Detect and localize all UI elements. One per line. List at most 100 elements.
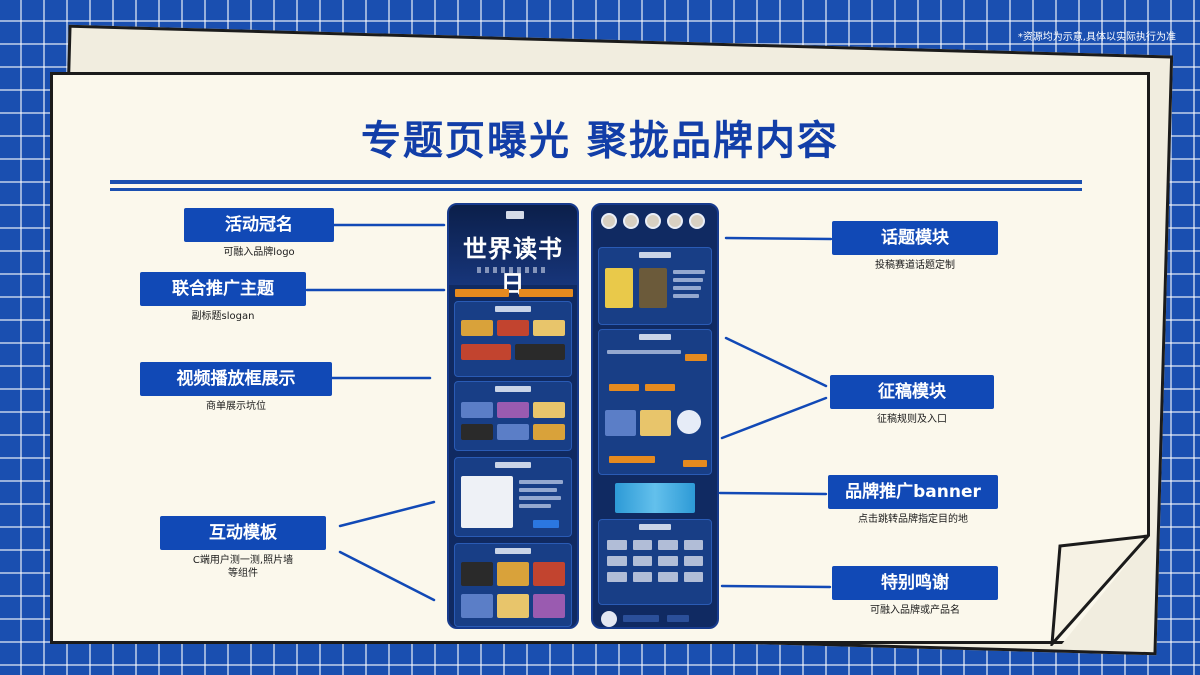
callout-special-thanks: 特别鸣谢 可融入品牌或产品名	[832, 566, 998, 617]
book-cover[interactable]	[639, 268, 667, 308]
video-thumb[interactable]	[497, 402, 529, 418]
card-title	[495, 462, 531, 468]
book-covers	[605, 268, 667, 308]
video-thumb[interactable]	[497, 424, 529, 440]
video-card	[454, 381, 572, 451]
card-title	[495, 386, 531, 392]
book-cover[interactable]	[605, 268, 633, 308]
activity-naming-label: 活动冠名	[184, 208, 334, 242]
hero-banner: 世界读书日	[449, 205, 577, 298]
text-line	[673, 270, 705, 274]
card-title	[639, 524, 671, 530]
brand-logo	[506, 211, 524, 219]
joint-theme-desc: 副标题slogan	[191, 311, 255, 322]
submission-module-desc: 征稿规则及入口	[877, 414, 947, 425]
video-thumb[interactable]	[533, 320, 565, 336]
text-line	[519, 480, 563, 484]
sponsor-logo	[632, 572, 652, 582]
brand-promo-banner[interactable]	[615, 483, 695, 513]
text-line	[673, 278, 703, 282]
callout-topic-module: 话题模块 投稿赛道话题定制	[832, 221, 998, 272]
special-thanks-card	[598, 519, 712, 605]
title-divider-thin	[110, 188, 1082, 191]
topic-avatars	[601, 213, 705, 229]
avatar[interactable]	[645, 213, 661, 229]
submit-button[interactable]	[683, 460, 707, 467]
creator-thumbs	[461, 594, 565, 618]
video-thumb[interactable]	[533, 424, 565, 440]
disclaimer-note: *资源均为示意,具体以实际执行为准	[1017, 32, 1176, 43]
video-thumb[interactable]	[497, 320, 529, 336]
sponsor-logo	[683, 556, 703, 566]
text-line	[519, 504, 551, 508]
video-thumb[interactable]	[515, 344, 565, 360]
avatar[interactable]	[601, 213, 617, 229]
special-thanks-desc: 可融入品牌或产品名	[870, 605, 960, 616]
text-line	[673, 286, 701, 290]
video-thumb[interactable]	[461, 424, 493, 440]
callout-brand-banner: 品牌推广banner 点击跳转品牌指定目的地	[828, 475, 998, 526]
submission-module-label: 征稿模块	[830, 375, 994, 409]
video-thumb[interactable]	[461, 402, 493, 418]
submission-thumb[interactable]	[605, 410, 636, 436]
callout-joint-theme: 联合推广主题 副标题slogan	[140, 272, 306, 323]
special-thanks-label: 特别鸣谢	[832, 566, 998, 600]
tab-button[interactable]	[455, 289, 509, 297]
video-thumb[interactable]	[461, 344, 511, 360]
topic-module-label: 话题模块	[832, 221, 998, 255]
callout-submission-module: 征稿模块 征稿规则及入口	[830, 375, 994, 426]
topic-card	[598, 247, 712, 325]
avatar[interactable]	[667, 213, 683, 229]
action-button[interactable]	[533, 520, 559, 528]
video-frame-label: 视频播放框展示	[140, 362, 332, 396]
interactive-preview[interactable]	[461, 476, 513, 528]
avatar[interactable]	[689, 213, 705, 229]
creator-thumbs	[461, 562, 565, 586]
text-line	[673, 294, 699, 298]
video-frame-desc: 商单展示坑位	[206, 401, 266, 412]
topic-module-desc: 投稿赛道话题定制	[875, 260, 955, 271]
submission-thumbs	[605, 410, 671, 436]
interactive-card	[454, 457, 572, 537]
sponsor-logo	[632, 540, 652, 550]
video-thumbs	[461, 320, 565, 336]
video-thumbs	[461, 402, 565, 418]
submit-button[interactable]	[685, 354, 707, 361]
medal-icon	[677, 410, 701, 434]
video-thumb[interactable]	[533, 402, 565, 418]
interactive-template-label: 互动模板	[160, 516, 326, 550]
video-thumbs	[461, 424, 565, 440]
creator-thumb[interactable]	[461, 594, 493, 618]
creator-thumb[interactable]	[497, 562, 529, 586]
tab-button[interactable]	[519, 289, 573, 297]
video-thumbs	[461, 344, 565, 360]
creator-thumb[interactable]	[533, 594, 565, 618]
card-title	[495, 548, 531, 554]
interactive-template-desc: C端用户测一测,照片墙 等组件	[192, 555, 294, 579]
video-thumb[interactable]	[461, 320, 493, 336]
prize-badge	[609, 384, 639, 391]
submission-thumb[interactable]	[640, 410, 671, 436]
text-line	[607, 350, 681, 354]
card-title	[639, 252, 671, 258]
footer-button[interactable]	[667, 615, 689, 622]
text-line	[519, 496, 561, 500]
footer-avatar	[601, 611, 617, 627]
creator-thumb[interactable]	[533, 562, 565, 586]
video-card	[454, 301, 572, 377]
sponsor-logo	[683, 572, 703, 582]
sponsor-logo	[658, 540, 678, 550]
page-title: 专题页曝光 聚拢品牌内容	[361, 118, 839, 164]
submission-card	[598, 329, 712, 475]
callout-interactive-template: 互动模板 C端用户测一测,照片墙 等组件	[160, 516, 326, 580]
avatar[interactable]	[623, 213, 639, 229]
sponsor-logo	[607, 556, 627, 566]
joint-theme-label: 联合推广主题	[140, 272, 306, 306]
footer-button[interactable]	[623, 615, 659, 622]
callout-activity-naming: 活动冠名 可融入品牌logo	[184, 208, 334, 259]
up-creator-card	[454, 543, 572, 627]
creator-thumb[interactable]	[461, 562, 493, 586]
card-title	[495, 306, 531, 312]
creator-thumb[interactable]	[497, 594, 529, 618]
sponsor-logo	[607, 540, 627, 550]
